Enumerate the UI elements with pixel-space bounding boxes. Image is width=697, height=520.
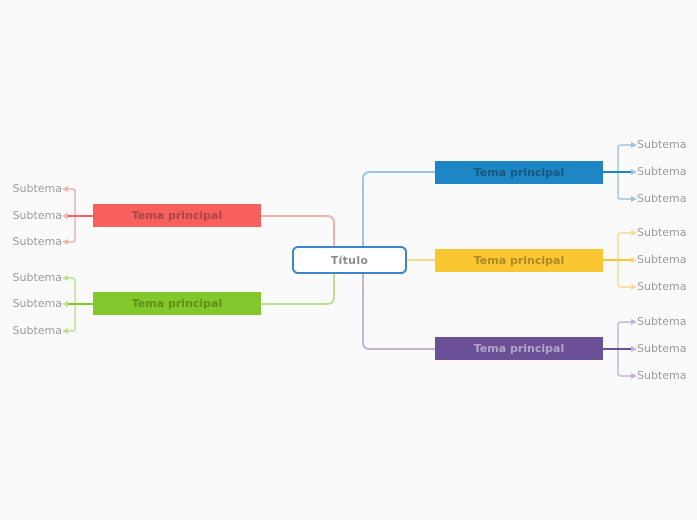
arrowhead-icon <box>62 186 68 192</box>
branch-blue-arrowheads <box>631 142 637 202</box>
subtopic-label-purple-1[interactable]: Subtema <box>637 315 687 328</box>
subtopic-label-purple-2[interactable]: Subtema <box>637 342 687 355</box>
arrowhead-icon <box>62 301 68 307</box>
branch-yellow-arrowheads <box>631 230 637 290</box>
subtopic-label-green-3[interactable]: Subtema <box>12 324 62 337</box>
subtopic-label-red-2[interactable]: Subtema <box>12 209 62 222</box>
branch-purple-arrowheads <box>631 319 637 379</box>
topic-node-label: Tema principal <box>473 166 565 179</box>
topic-node-label: Tema principal <box>473 254 565 267</box>
subtopic-label-red-3[interactable]: Subtema <box>12 235 62 248</box>
arrowhead-icon <box>631 169 637 175</box>
central-node-label: Título <box>330 253 369 267</box>
arrowhead-icon <box>631 373 637 379</box>
branch-red-main-connector <box>260 215 335 247</box>
subtopic-label-blue-2[interactable]: Subtema <box>637 165 687 178</box>
arrowhead-icon <box>62 213 68 219</box>
subtopic-label-yellow-3[interactable]: Subtema <box>637 280 687 293</box>
arrowhead-icon <box>631 196 637 202</box>
topic-node-label: Tema principal <box>131 297 223 310</box>
subtopic-label-red-1[interactable]: Subtema <box>12 182 62 195</box>
arrowhead-icon <box>62 328 68 334</box>
topic-node-yellow[interactable]: Tema principal <box>435 249 603 272</box>
topic-node-label: Tema principal <box>131 209 223 222</box>
subtopic-label-blue-3[interactable]: Subtema <box>637 192 687 205</box>
branch-purple-main-connector <box>362 273 436 350</box>
branch-green-arrowheads <box>62 275 68 334</box>
subtopic-label-green-1[interactable]: Subtema <box>12 271 62 284</box>
subtopic-label-blue-1[interactable]: Subtema <box>637 138 687 151</box>
topic-node-blue[interactable]: Tema principal <box>435 161 603 184</box>
branch-purple-connectors <box>362 273 634 377</box>
branch-red-arrowheads <box>62 186 68 245</box>
arrowhead-icon <box>631 230 637 236</box>
arrowhead-icon <box>631 346 637 352</box>
topic-node-label: Tema principal <box>473 342 565 355</box>
arrowhead-icon <box>631 319 637 325</box>
central-node[interactable]: Título <box>292 246 407 274</box>
subtopic-label-yellow-1[interactable]: Subtema <box>637 226 687 239</box>
arrowhead-icon <box>62 239 68 245</box>
arrowhead-icon <box>631 257 637 263</box>
topic-node-purple[interactable]: Tema principal <box>435 337 603 360</box>
topic-node-green[interactable]: Tema principal <box>93 292 261 315</box>
arrowhead-icon <box>62 275 68 281</box>
arrowhead-icon <box>631 284 637 290</box>
arrowhead-icon <box>631 142 637 148</box>
subtopic-label-yellow-2[interactable]: Subtema <box>637 253 687 266</box>
topic-node-red[interactable]: Tema principal <box>93 204 261 227</box>
subtopic-label-green-2[interactable]: Subtema <box>12 297 62 310</box>
branch-green-main-connector <box>260 273 335 305</box>
subtopic-label-purple-3[interactable]: Subtema <box>637 369 687 382</box>
branch-blue-main-connector <box>362 171 436 247</box>
